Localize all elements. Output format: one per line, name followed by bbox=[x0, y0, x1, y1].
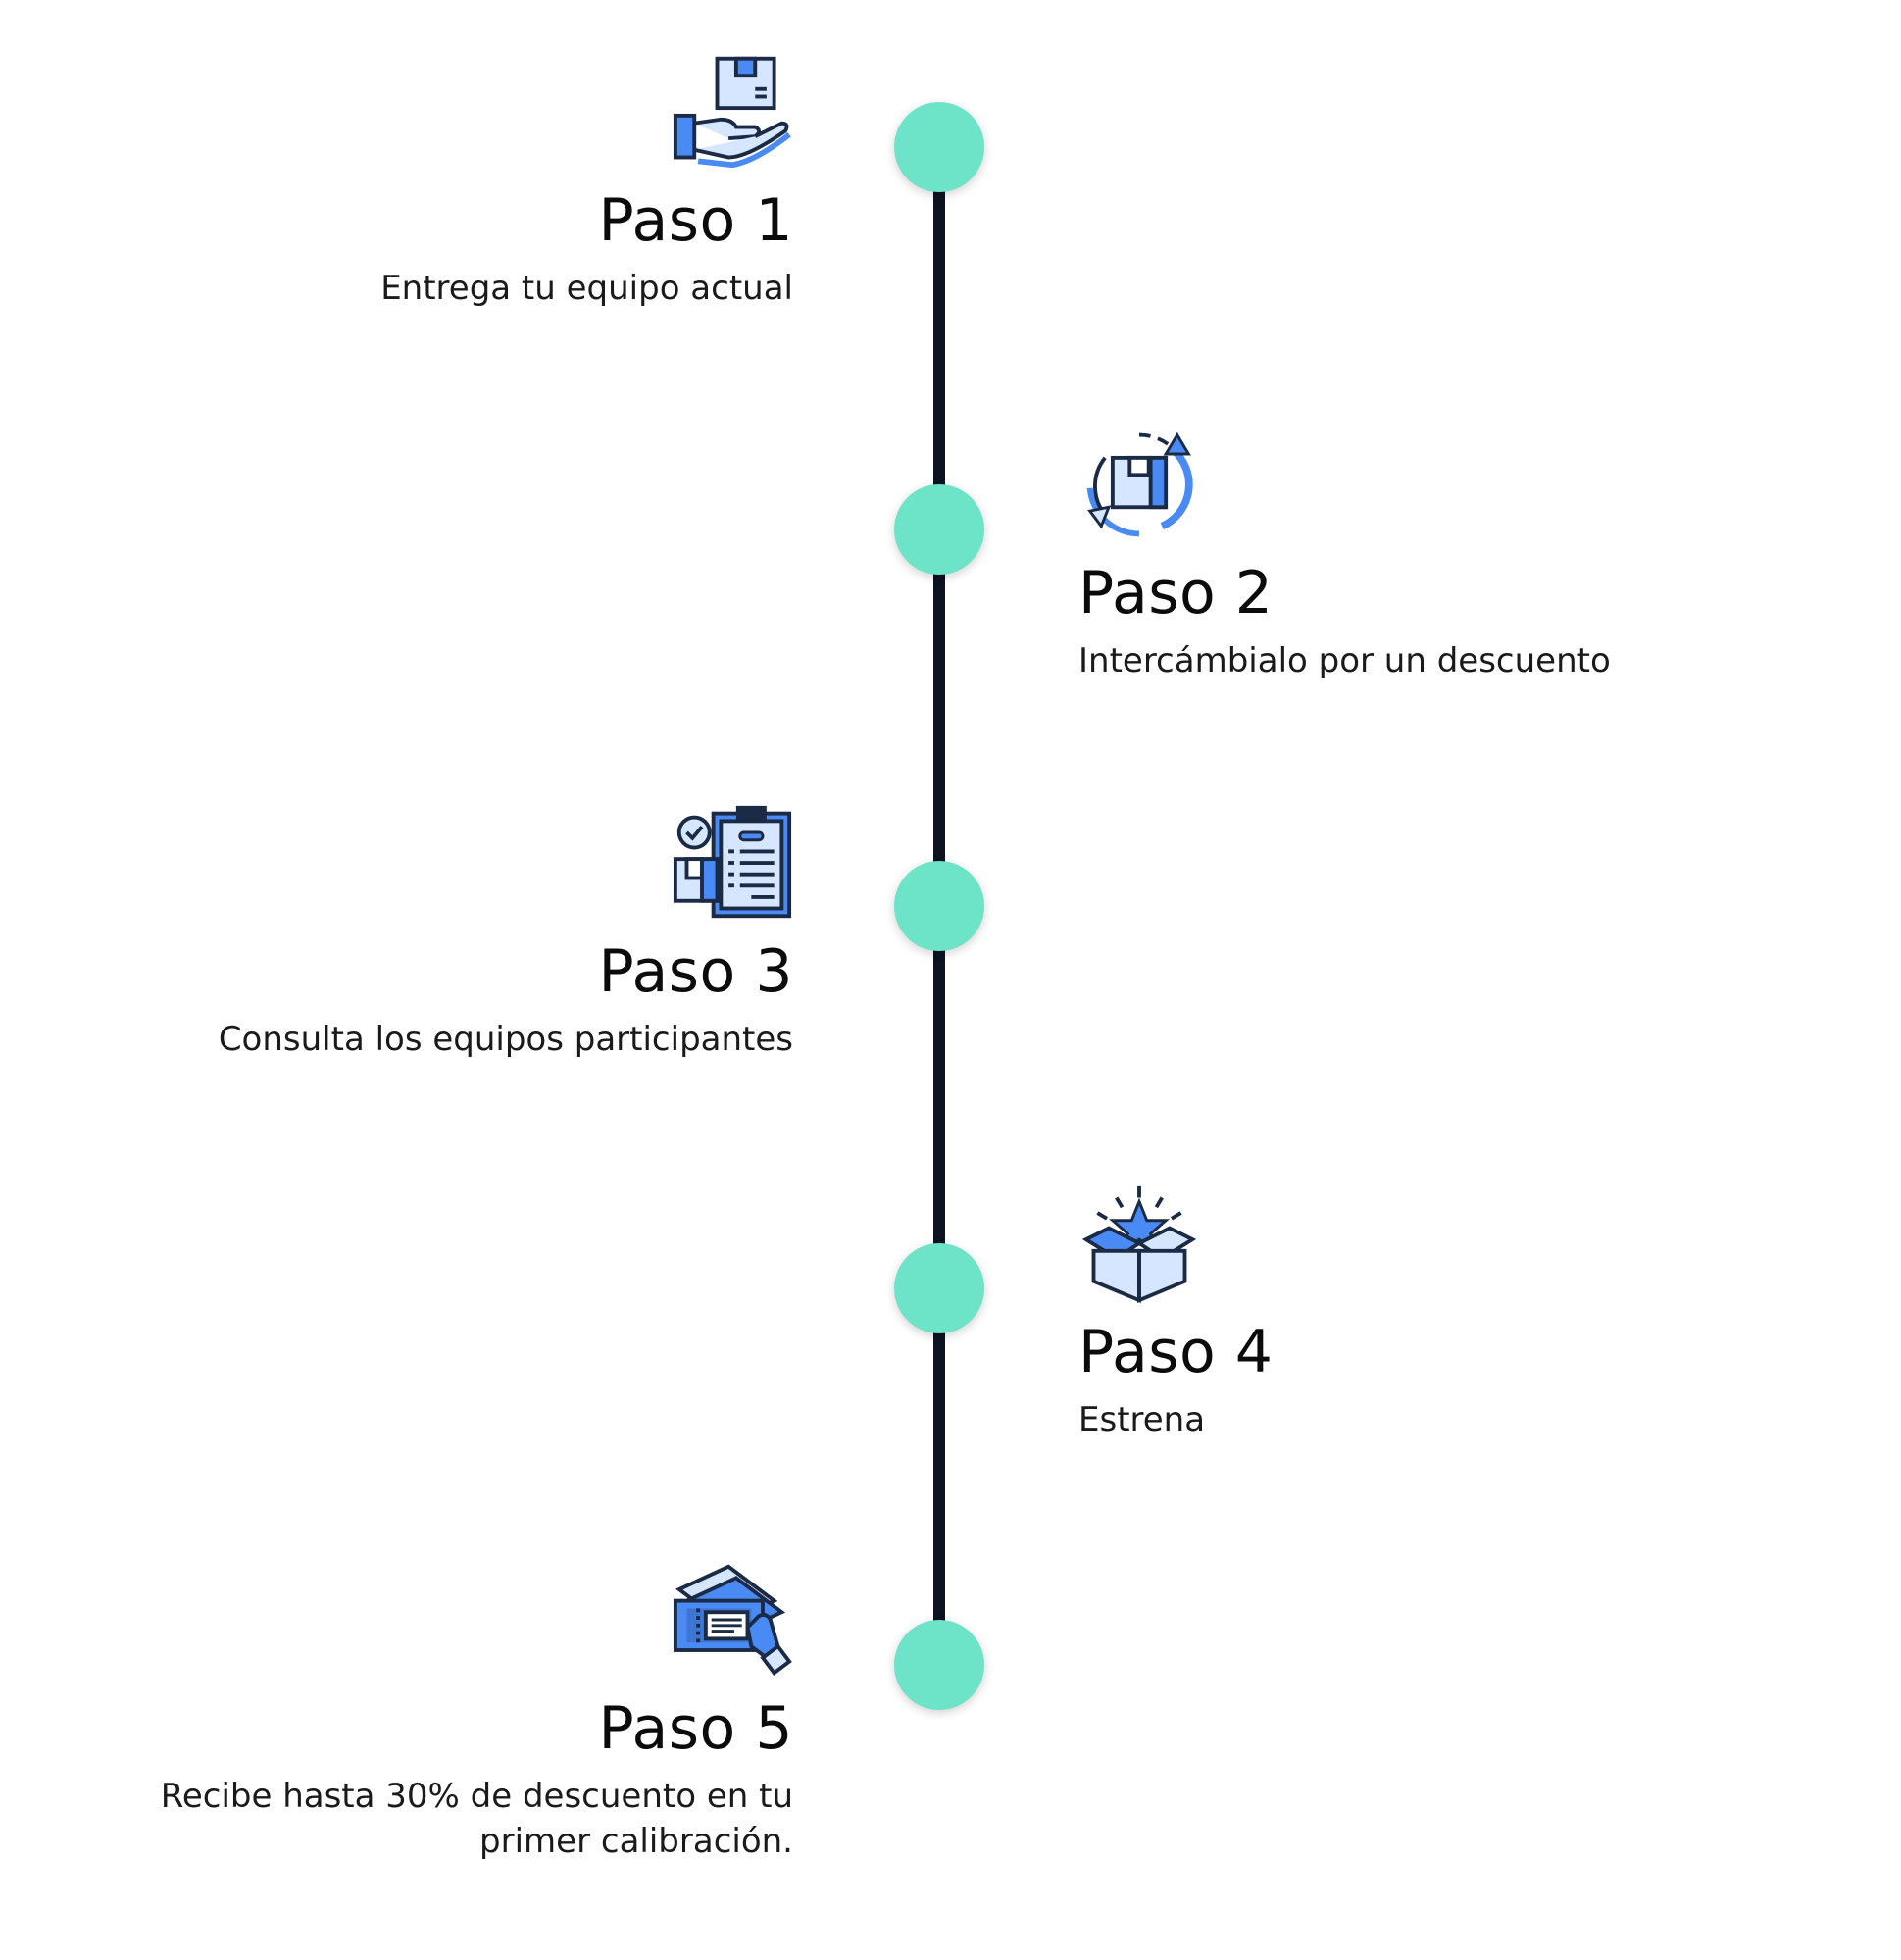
step-2: Paso 2 Intercámbialo por un descuento bbox=[1078, 424, 1611, 684]
open-box-star-icon bbox=[1078, 1182, 1200, 1304]
step-title: Paso 3 bbox=[598, 937, 793, 1006]
step-title: Paso 5 bbox=[598, 1694, 793, 1763]
timeline-dot-2 bbox=[894, 484, 984, 575]
step-description: Estrena bbox=[1078, 1400, 1206, 1439]
step-1: Paso 1 Entrega tu equipo actual bbox=[380, 51, 793, 312]
timeline-dot-5 bbox=[894, 1620, 984, 1710]
step-title: Paso 1 bbox=[598, 186, 793, 255]
step-4: Paso 4 Estrena bbox=[1078, 1182, 1273, 1443]
timeline-dot-4 bbox=[894, 1243, 984, 1333]
discount-ticket-icon bbox=[672, 1559, 793, 1681]
step-3: Paso 3 Consulta los equipos participante… bbox=[219, 802, 793, 1063]
step-title: Paso 4 bbox=[1078, 1318, 1274, 1386]
timeline-dot-3 bbox=[894, 861, 984, 951]
step-description: Consulta los equipos participantes bbox=[218, 1020, 793, 1059]
clipboard-list-icon bbox=[672, 802, 793, 924]
step-5: Paso 5 Recibe hasta 30% de descuento en … bbox=[48, 1559, 793, 1865]
timeline-dot-1 bbox=[894, 102, 984, 192]
step-title: Paso 2 bbox=[1078, 559, 1274, 628]
step-description: Intercámbialo por un descuento bbox=[1078, 641, 1611, 680]
exchange-box-icon bbox=[1078, 424, 1200, 545]
hand-box-icon bbox=[672, 51, 793, 173]
step-description: Entrega tu equipo actual bbox=[380, 269, 793, 308]
step-description: Recibe hasta 30% de descuento en tu prim… bbox=[160, 1777, 793, 1861]
